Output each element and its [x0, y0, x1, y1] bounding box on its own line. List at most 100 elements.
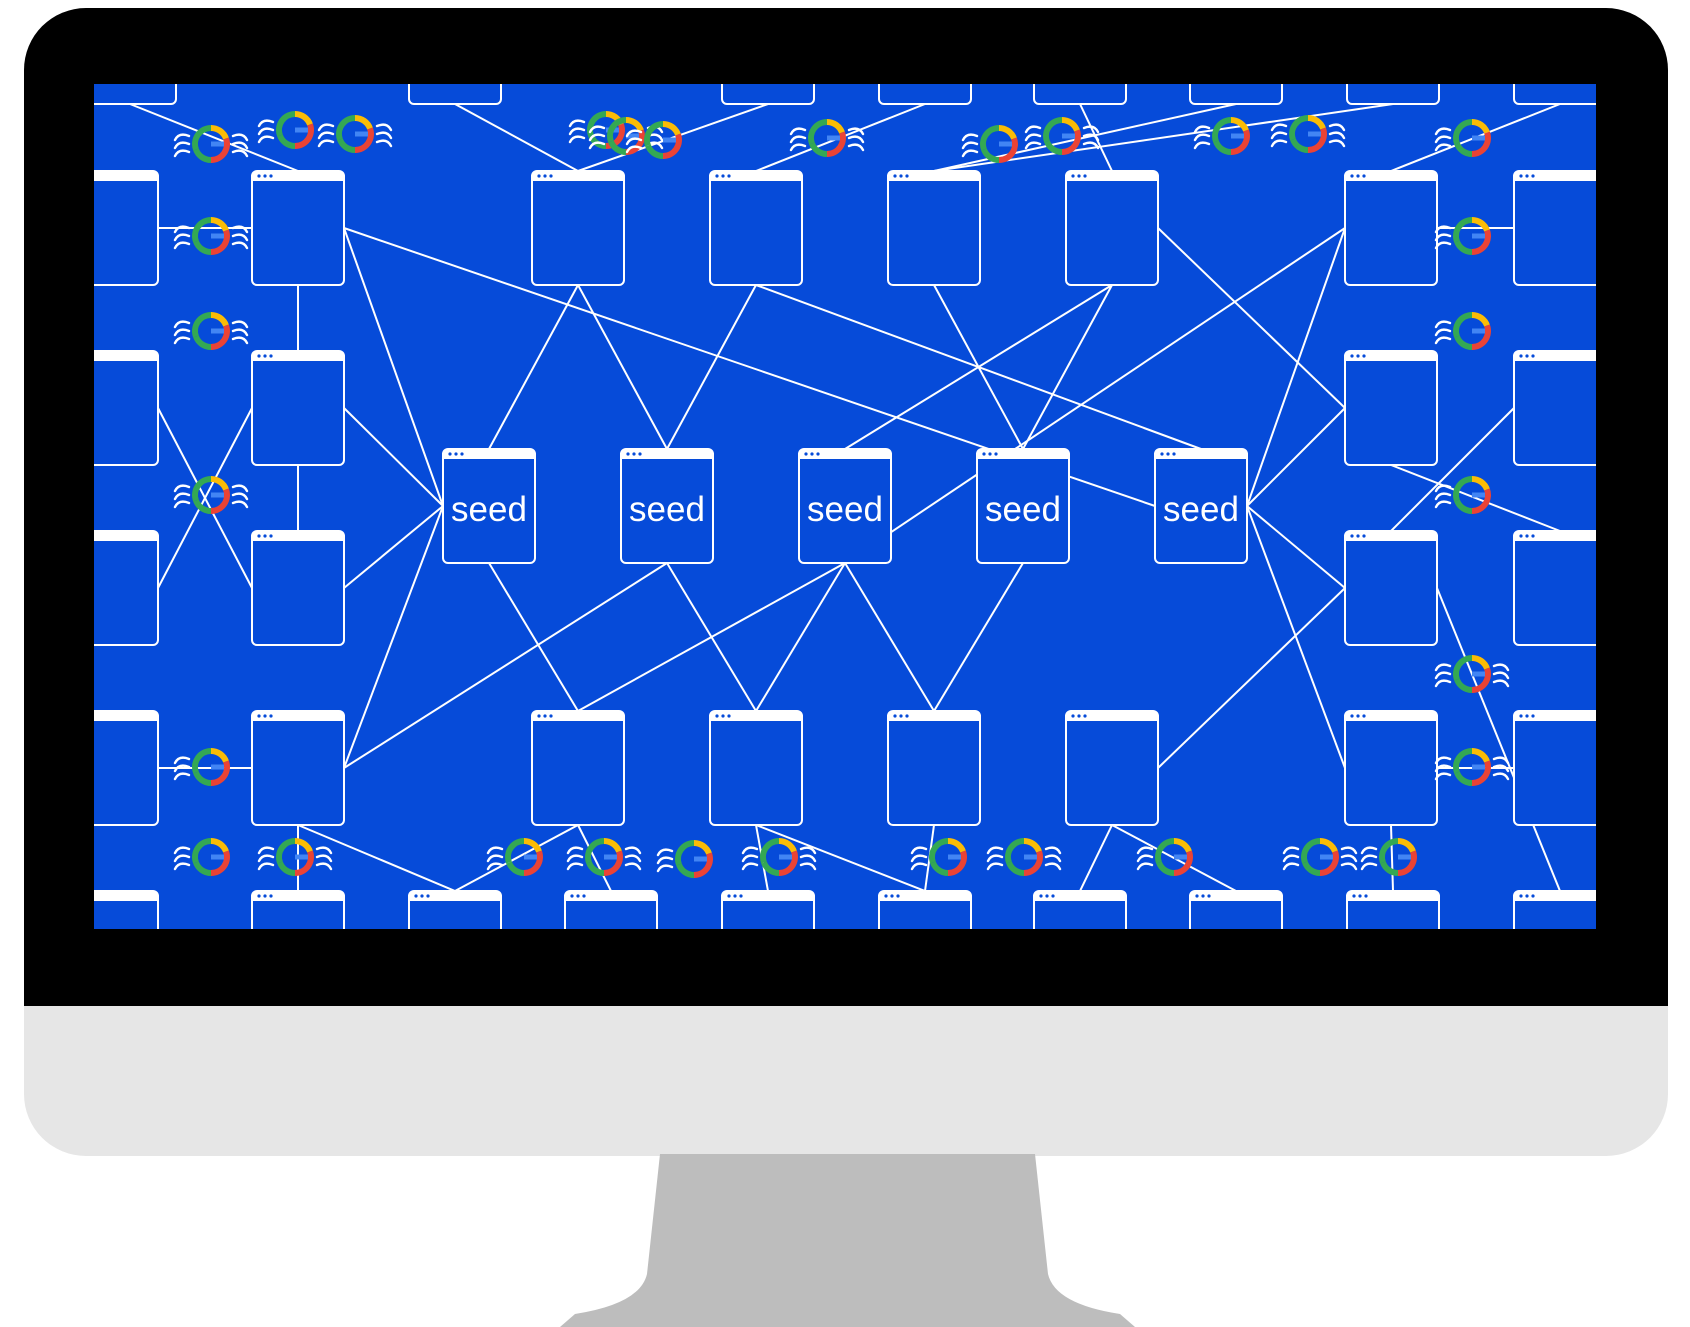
browser-window-icon	[1514, 351, 1596, 465]
browser-window-icon	[1345, 531, 1437, 645]
browser-window-icon	[1066, 171, 1158, 285]
web-page-node	[710, 711, 802, 825]
browser-window-icon	[532, 711, 624, 825]
web-page-node	[252, 531, 344, 645]
google-spider-crawler-icon	[175, 220, 247, 252]
browser-window-icon	[1514, 84, 1596, 104]
google-spider-crawler-icon	[912, 841, 964, 873]
browser-window-icon	[1190, 84, 1282, 104]
google-spider-crawler-icon	[1138, 841, 1190, 873]
web-page-node	[879, 891, 971, 929]
web-page-node	[94, 891, 158, 929]
google-spider-crawler-icon	[568, 841, 640, 873]
browser-window-icon	[879, 84, 971, 104]
google-spider-crawler-icon	[1284, 841, 1356, 873]
edge-line	[298, 825, 455, 891]
web-page-node	[94, 171, 158, 285]
web-page-node	[888, 171, 980, 285]
edge-line	[578, 563, 845, 711]
edge-line	[1247, 506, 1345, 768]
browser-window-icon	[1345, 171, 1437, 285]
browser-window-icon	[1514, 171, 1596, 285]
browser-window-icon	[1034, 84, 1126, 104]
seed-page-node: seed	[443, 449, 535, 563]
seed-label: seed	[1163, 490, 1239, 529]
screen: seed seed seed seed seed	[94, 84, 1596, 929]
seed-label: seed	[451, 490, 527, 529]
edge-line	[455, 104, 578, 171]
google-spider-crawler-icon	[988, 841, 1060, 873]
edge-line	[489, 285, 578, 449]
google-spider-crawler-icon	[175, 315, 247, 347]
browser-window-icon	[409, 84, 501, 104]
web-page-node	[252, 891, 344, 929]
edge-line	[1247, 228, 1345, 506]
edge-line	[1247, 408, 1345, 506]
google-spider-crawler-icon	[259, 841, 331, 873]
browser-window-icon	[94, 531, 158, 645]
web-page-node	[94, 84, 176, 104]
web-page-node	[252, 711, 344, 825]
browser-window-icon	[94, 711, 158, 825]
web-page-node	[1345, 171, 1437, 285]
web-page-node	[1514, 711, 1596, 825]
google-spider-crawler-icon	[1436, 751, 1508, 783]
web-page-node	[888, 711, 980, 825]
google-spider-crawler-icon	[319, 118, 391, 150]
web-page-node	[1066, 711, 1158, 825]
browser-window-icon	[1514, 531, 1596, 645]
browser-window-icon	[94, 351, 158, 465]
web-page-node	[1345, 531, 1437, 645]
google-spider-crawler-icon	[658, 843, 710, 875]
google-spider-crawler-icon	[1436, 315, 1488, 347]
edge-line	[1158, 588, 1345, 768]
edge-line	[1391, 825, 1393, 891]
web-page-node	[879, 84, 971, 104]
web-page-node	[1345, 711, 1437, 825]
seed-page-node: seed	[1155, 449, 1247, 563]
web-page-node	[1034, 891, 1126, 929]
google-spider-crawler-icon	[1362, 841, 1414, 873]
edge-line	[1391, 465, 1560, 531]
google-spider-crawler-icon	[743, 841, 815, 873]
edge-line	[756, 285, 1201, 449]
seed-page-node: seed	[799, 449, 891, 563]
google-spider-crawler-icon	[259, 114, 311, 146]
web-page-node	[252, 351, 344, 465]
browser-window-icon	[94, 84, 176, 104]
browser-window-icon	[888, 171, 980, 285]
browser-window-icon	[252, 711, 344, 825]
web-page-node	[532, 171, 624, 285]
edge-line	[344, 228, 443, 506]
browser-window-icon	[532, 171, 624, 285]
web-page-node	[565, 891, 657, 929]
browser-window-icon	[888, 711, 980, 825]
seed-label: seed	[629, 490, 705, 529]
google-spider-crawler-icon	[1436, 479, 1488, 511]
google-spider-crawler-icon	[175, 479, 247, 511]
seed-page-node: seed	[977, 449, 1069, 563]
google-spider-crawler-icon	[175, 841, 227, 873]
google-spider-crawler-icon	[175, 128, 247, 160]
browser-window-icon	[710, 171, 802, 285]
edge-line	[934, 563, 1023, 711]
google-spider-crawler-icon	[1436, 220, 1488, 252]
web-page-node	[94, 531, 158, 645]
edge-line	[756, 563, 845, 711]
web-page-node	[710, 171, 802, 285]
edge-line	[667, 285, 756, 449]
edge-line	[845, 563, 934, 711]
edge-line	[344, 408, 443, 506]
web-page-node	[1514, 531, 1596, 645]
nodes: seed seed seed seed seed	[94, 84, 1596, 929]
browser-window-icon	[722, 84, 814, 104]
seed-page-node: seed	[621, 449, 713, 563]
browser-window-icon	[1345, 351, 1437, 465]
web-page-node	[722, 84, 814, 104]
google-spider-crawler-icon	[1272, 118, 1344, 150]
edge-line	[578, 285, 667, 449]
browser-window-icon	[1066, 711, 1158, 825]
browser-window-icon	[94, 171, 158, 285]
web-page-node	[1514, 84, 1596, 104]
monitor-stand	[560, 1154, 1135, 1327]
